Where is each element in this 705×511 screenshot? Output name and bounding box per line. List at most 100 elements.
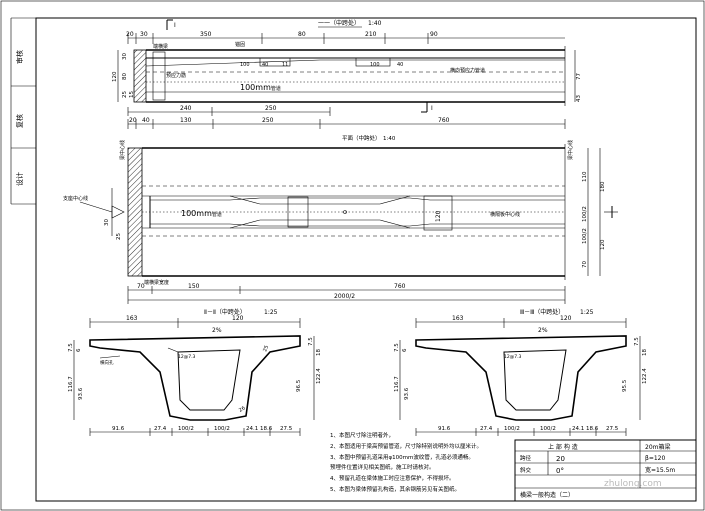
top-dim-4: 90 [430,31,438,38]
plan-right-dim-4: 120 [600,239,606,250]
section-right-slope: 2% [538,327,548,334]
title-row-label-2: 斜交 [520,466,532,474]
section-left-bdim-4: 24.1 [246,426,258,432]
watermark: zhulong.com [604,479,662,489]
section-left-bdim-2: 100/2 [178,426,194,432]
plan-total-dim: 2000/2 [334,293,355,300]
plan-side-vertical-2: 梁中心线 [567,140,574,160]
section-right-rdim-1: 18 [642,349,648,356]
plan-right-dim-0: 110 [582,171,588,182]
note-3: 3、本图中预留孔道采用φ100mm波纹管，孔道必须通畅。 [330,453,474,461]
top-dim-20: 20 [126,31,134,38]
plan-dim-top-4: 760 [438,117,450,124]
elev-left-dim-3: 25 [122,91,128,98]
section-right-ldim-3: 93.6 [404,387,410,400]
elev-left-dim-1: 30 [122,53,128,60]
section-left-rdim-1: 18 [316,349,322,356]
section-left-rdim-4: 25 [262,345,270,353]
section-right-ldim-2: 116.7 [394,376,400,392]
section-left-bdim-6: 27.5 [280,426,293,432]
section-right-dim-top-1: 120 [560,315,572,322]
section-left-slope: 2% [212,327,222,334]
section-left-ldim-2: 116.7 [68,376,74,392]
section-right-bdim-4: 24.1 [572,426,584,432]
section-right-bdim-2: 100/2 [504,426,520,432]
top-section-label: 一一（中跨处） [318,19,360,27]
elev-bottom-dim-0: 240 [180,105,192,112]
note-5: 5、本图为梁体预留孔构造，其余钢筋另见有关图纸。 [330,485,460,493]
title-span: 20 [556,455,565,463]
drawing-title: 横梁一般构造（二） [520,491,574,499]
section-left-bdim-0: 91.6 [112,426,125,432]
section-right-bdim-6: 27.5 [606,426,619,432]
section-right-title: Ⅲ－Ⅲ（中跨处） [520,308,564,316]
elev-left-dim-0: 120 [112,71,118,82]
title-header: 上 部 构 造 [548,443,578,451]
section-left-bdim-1: 27.4 [154,426,167,432]
title-block: 上 部 构 造 跨径 20 斜交 0° 20m箱梁 β=120 宽=15.5m … [514,439,697,502]
section-left-bdim-5: 18.6 [260,426,273,432]
sidebar-label-design: 设计 [15,172,24,186]
section-right-label-b: 12@7.3 [504,354,522,360]
plan-callout: 100mm管道 [181,209,222,218]
section-left-bdim-3: 100/2 [214,426,230,432]
plan-dim-top-2: 130 [180,117,192,124]
inner-border [35,17,697,502]
section-left-dim-top-1: 120 [232,315,244,322]
plan-left-dim-0: 30 [104,219,110,226]
plan-dim-top-1: 40 [142,117,150,124]
section-right-scale: 1:25 [580,309,594,316]
top-mark-i: I [174,22,176,29]
note-2: 2、本图适用于梁高预留管道，尺寸除特别说明外均以厘米计。 [330,442,482,450]
plan-title: 平面（中跨处） [342,134,381,142]
top-scale: 1:40 [368,20,382,27]
elev-note-left2: 预应力筋 [166,72,186,79]
section-right-rdim-0: 7.5 [634,337,640,346]
plan-scale: 1:40 [383,136,396,142]
inner-dim-2: 11 [282,62,288,68]
section-left-ldim-0: 7.5 [68,343,74,352]
plan-bottom-dim-0: 70 [137,283,145,290]
plan-bottom-dim-2: 760 [394,283,406,290]
section-right-rdim-3: 122.4 [642,368,648,384]
sidebar-label-check: 复核 [15,114,24,128]
top-dim-0: 30 [140,31,148,38]
elev-left-dim-2: 80 [122,73,128,80]
top-dim-2: 80 [298,31,306,38]
section-left-title: Ⅱ－Ⅱ（中跨处） [204,308,246,316]
elev-note-left1: 端横梁 [153,43,168,50]
inner-dim-3: 100 [370,62,380,68]
elev-left-dim-4: 15 [129,91,135,98]
plan-right-note: 横隔板中心线 [490,211,520,218]
title-code-2: β=120 [645,455,665,462]
inner-dim-4: 40 [397,62,403,68]
plan-dim-top-3: 250 [262,117,274,124]
bottom-mark-i: I [431,105,433,112]
section-left-scale: 1:25 [264,309,278,316]
elev-right-dim-0: 77 [576,73,582,80]
section-left-ldim-1: 6 [76,348,82,352]
section-left-rdim-2: 96.5 [296,379,302,392]
title-width: 宽=15.5m [645,466,675,474]
plan-bottom-note: 端横梁宽度 [144,279,169,286]
plan-right-dim-1: 100/2 [582,206,588,222]
elev-callout: 100mm管道 [240,83,281,92]
top-dim-3: 210 [365,31,377,38]
plan-bottom-dim-1: 150 [188,283,200,290]
inner-dim-0: 100 [240,62,250,68]
section-right-bdim-1: 27.4 [480,426,493,432]
plan-left-dim-1: 25 [116,233,122,240]
sidebar-label-review: 审核 [15,50,24,64]
section-right-dim-top-0: 163 [452,315,464,322]
section-left-ldim-3: 93.6 [78,387,84,400]
plan-right-dim-3: 100/2 [582,228,588,244]
plan-view: 20 40 130 250 760 平面（中跨处） 1:40 梁中心线 梁中心线… [63,117,618,304]
section-left-label-b: 12@7.3 [178,354,196,360]
title-code-1: 20m箱梁 [645,443,670,451]
section-left-rdim-3: 122.4 [316,368,322,384]
section-left-dim-top-0: 163 [126,315,138,322]
cross-section-left: Ⅱ－Ⅱ（中跨处） 1:25 163 120 2% 横向孔 12@7.3 7.5 … [68,308,322,436]
plan-side-vertical-1: 梁中心线 [119,140,126,160]
plan-left-label: 支座中心线 [63,195,88,202]
